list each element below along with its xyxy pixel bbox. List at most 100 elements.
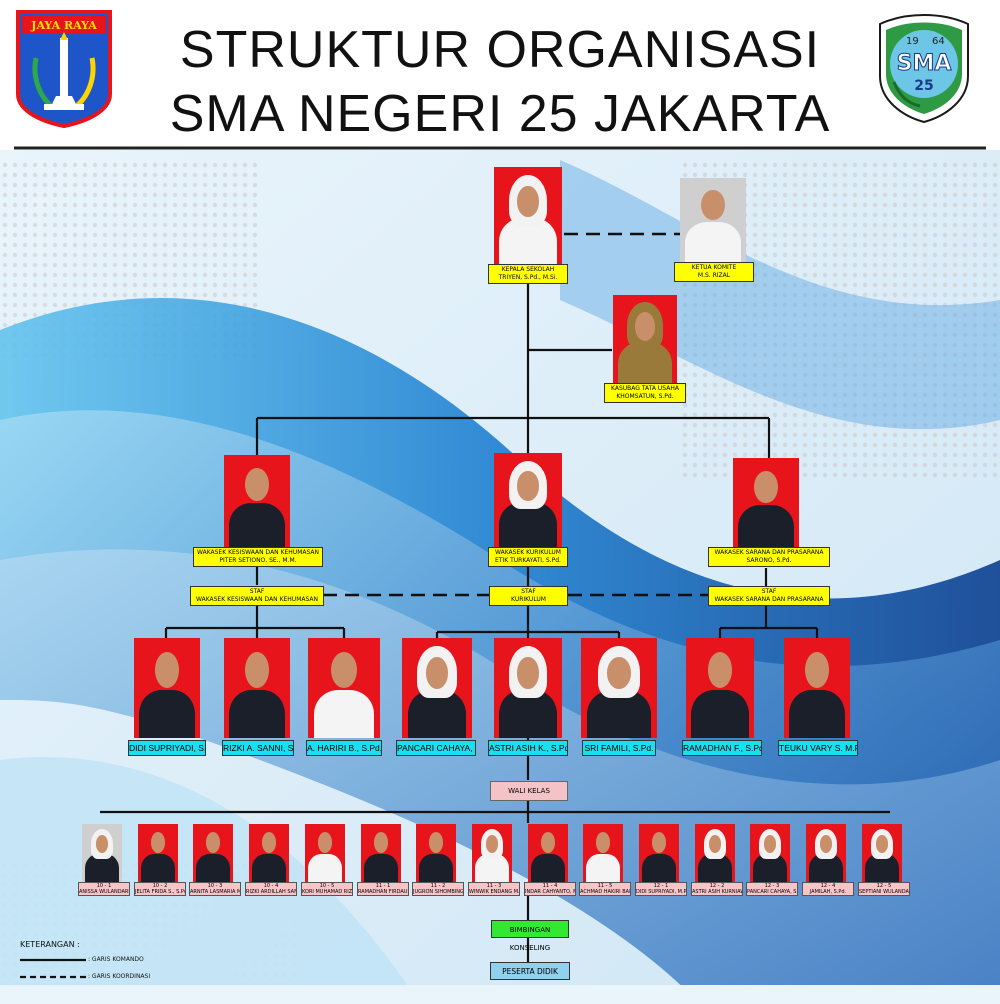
svg-text:64: 64: [932, 36, 945, 47]
portrait-body: [229, 690, 285, 738]
portrait-head: [701, 189, 725, 220]
portrait-wali-kelas-7: [416, 824, 456, 882]
label-wali-kelas-10-line1: 11 - 5: [597, 883, 613, 889]
portrait-staff-8: [784, 638, 850, 738]
label-wali-kelas-1-line1: 10 - 1: [96, 883, 112, 889]
label-wali-kelas-9-line2: INDAR CAHYANTO, M.Pd.: [525, 889, 575, 895]
portrait-body: [308, 854, 342, 882]
label-kasubag-line1: KASUBAG TATA USAHA: [611, 385, 679, 392]
label-staff-8-line1: TEUKU VARY S. M.Pd.: [779, 743, 857, 753]
portrait-body: [85, 854, 119, 882]
svg-text:SMA: SMA: [897, 51, 952, 76]
portrait-head: [245, 467, 269, 501]
label-wali-kelas-8-line2: WINWIK ENDANG M., S.Pd.: [469, 889, 520, 895]
portrait-wakasek-2: [494, 453, 562, 547]
portrait-wali-kelas-10: [583, 824, 623, 882]
label-staff-4-line1: PANCARI CAHAYA, S.Pd.: [397, 743, 475, 753]
portrait-head: [870, 828, 894, 859]
portrait-wali-kelas-8: [472, 824, 512, 882]
label-staff-2-line1: RIZKI A. SANNI, S.Pd.: [223, 743, 294, 753]
portrait-face: [485, 835, 499, 854]
label-wali-kelas-13-line2: PANCARI CAHAYA, S.Pd.: [747, 889, 798, 895]
portrait-head: [754, 470, 778, 503]
portrait-head: [417, 646, 457, 698]
portrait-head: [805, 652, 829, 688]
portrait-face: [517, 657, 539, 689]
portrait-head: [814, 828, 838, 859]
label-wali-kelas-5-line2: KORI MUHAMAD RIZAL, M.Pd.: [302, 889, 353, 895]
label-kasubag-line2: KHOMSATUN, S.Pd.: [616, 393, 674, 400]
portrait-face: [763, 835, 777, 854]
label-staff-1: DIDI SUPRIYADI, S.Pd.: [128, 740, 206, 756]
portrait-wali-kelas-2: [138, 824, 178, 882]
label-wakasek-2-line2: ETIK TURKAYATI, S.Pd.: [495, 557, 561, 564]
svg-text:JAYA RAYA: JAYA RAYA: [30, 19, 97, 32]
portrait-body: [865, 854, 899, 882]
portrait-face: [426, 657, 448, 689]
portrait-wali-kelas-4: [249, 824, 289, 882]
label-wali-kelas-12-line1: 12 - 2: [709, 883, 725, 889]
portrait-staff-2: [224, 638, 290, 738]
label-staf-3-line1: STAF: [761, 588, 777, 595]
portrait-body: [499, 690, 557, 738]
label-staff-7: RAMADHAN F., S.Pd.: [682, 740, 762, 756]
label-wali-kelas-3-line1: 10 - 3: [207, 883, 223, 889]
label-staff-2: RIZKI A. SANNI, S.Pd.: [222, 740, 294, 756]
label-wali-kelas-14-line2: JAMILAH, S.Pd.: [809, 889, 847, 895]
label-wakasek-3-line2: SARONO, S.Pd.: [746, 557, 792, 564]
label-wali-kelas-9-line1: 11 - 4: [542, 883, 558, 889]
label-wali-kelas-10-line2: ACHMAD HAKIRI BADRI, S.Ag.: [580, 889, 630, 895]
label-wali-kelas-13-line1: 12 - 3: [764, 883, 780, 889]
portrait-ketua-komite: [680, 178, 746, 262]
label-kepala-sekolah-line2: TRIYEN, S.Pd., M.Si.: [498, 274, 558, 281]
label-staff-4: PANCARI CAHAYA, S.Pd.: [396, 740, 476, 756]
portrait-head: [703, 828, 727, 859]
portrait-head: [373, 832, 389, 853]
label-staff-1-line1: DIDI SUPRIYADI, S.Pd.: [129, 743, 206, 753]
portrait-body: [738, 504, 794, 548]
label-ketua-komite-line2: M.S. RIZAL: [697, 272, 731, 279]
page-title-line2: SMA NEGERI 25 JAKARTA: [169, 85, 831, 143]
svg-text:25: 25: [914, 78, 933, 94]
label-wali-kelas-11-line2: DIDI SUPRIYADI, M.Pd.: [636, 889, 687, 895]
portrait-body: [499, 501, 557, 547]
portrait-wali-kelas-14: [806, 824, 846, 882]
portrait-head: [597, 646, 641, 698]
portrait-wali-kelas-15: [862, 824, 902, 882]
portrait-body: [691, 690, 749, 738]
portrait-body: [685, 221, 741, 262]
label-wali-kelas-2-line1: 10 - 2: [152, 883, 168, 889]
portrait-body: [789, 690, 845, 738]
portrait-staff-3: [308, 638, 380, 738]
portrait-body: [618, 341, 672, 385]
portrait-staff-5: [494, 638, 562, 738]
portrait-staff-7: [686, 638, 754, 738]
label-wali-kelas-6-line2: RAMADHAN FIRDAUS, S.Pd.: [358, 889, 408, 895]
portrait-head: [651, 832, 667, 853]
portrait-body: [475, 854, 509, 882]
label-wali-kelas-4-line1: 10 - 4: [263, 883, 279, 889]
portrait-wali-kelas-9: [528, 824, 568, 882]
portrait-body: [141, 854, 175, 882]
portrait-face: [517, 471, 539, 501]
portrait-face: [875, 835, 889, 854]
label-staff-3-line1: A. HARIRI B., S.Pd.I.: [307, 743, 382, 753]
legend-title: KETERANGAN :: [20, 940, 80, 949]
portrait-head: [317, 832, 333, 853]
label-staff-7-line1: RAMADHAN F., S.Pd.: [683, 743, 762, 753]
label-wali-kelas-7-line1: 11 - 2: [430, 883, 446, 889]
label-wakasek-1-line1: WAKASEK KESISWAAN DAN KEHUMASAN: [196, 549, 319, 556]
